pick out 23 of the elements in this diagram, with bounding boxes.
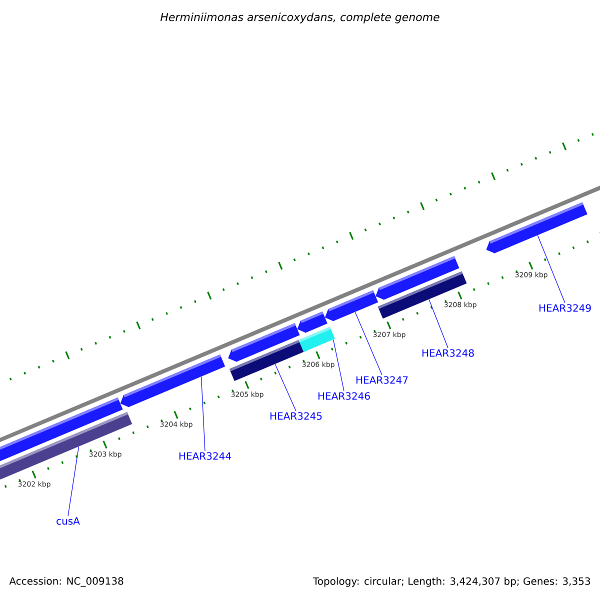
gene-bar <box>297 312 328 333</box>
gene-label: HEAR3245 <box>270 412 322 420</box>
gene-bar <box>486 202 588 254</box>
leader-line <box>274 364 296 412</box>
leader-line <box>428 299 448 348</box>
gene-label: HEAR3246 <box>318 392 370 400</box>
leader-line <box>200 376 206 452</box>
gene-label: HEAR3247 <box>356 376 408 384</box>
gene-label: HEAR3248 <box>422 349 474 357</box>
gene-bar <box>0 412 132 480</box>
gene-bar <box>228 323 300 362</box>
leader-line <box>537 235 566 304</box>
genome-info-text: Topology: circular; Length: 3,424,307 bp; Genes: 3,353 <box>312 577 590 587</box>
leader-line <box>68 446 80 516</box>
gene-bar <box>120 354 226 408</box>
gene-label: HEAR3244 <box>179 452 231 460</box>
title: Herminiimonas arsenicoxydans, complete genome <box>160 12 440 24</box>
gene-label: HEAR3249 <box>539 304 591 312</box>
leader-line <box>333 339 344 392</box>
leader-line <box>354 312 382 376</box>
accession-text: Accession: NC_009138 <box>9 577 124 587</box>
gene-label: cusA <box>56 517 80 525</box>
gene-bar <box>324 290 378 322</box>
